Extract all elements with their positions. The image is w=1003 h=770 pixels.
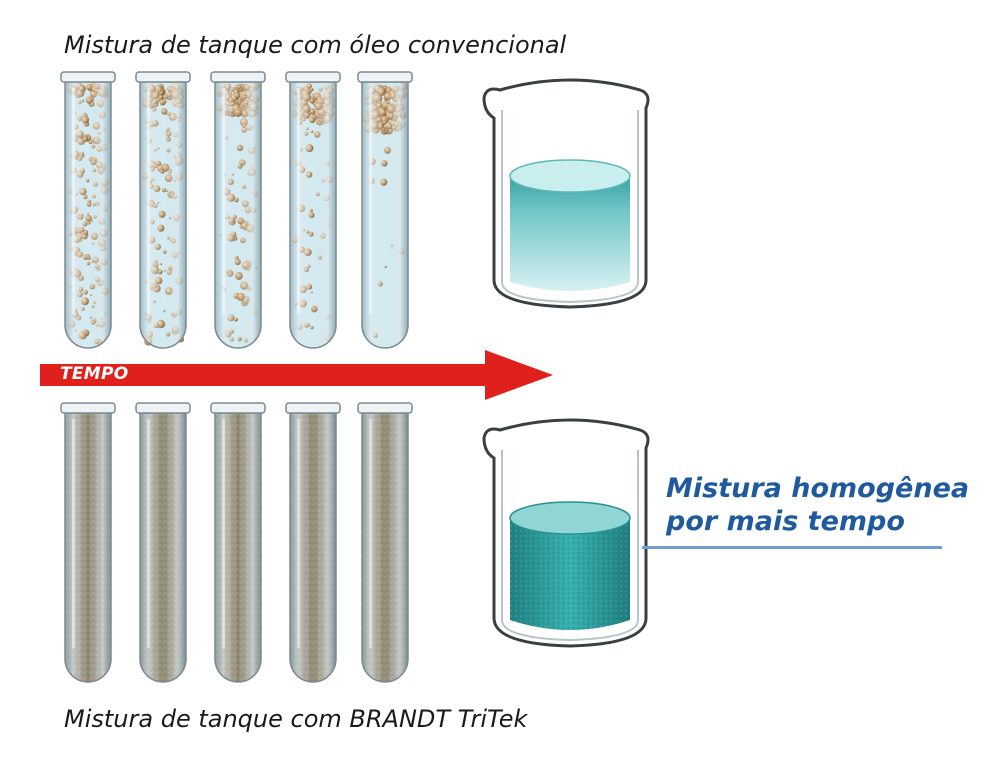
beaker-separated-surface [509, 159, 631, 193]
time-arrow-head [485, 350, 553, 400]
beaker-homogeneous-glass [482, 418, 650, 648]
caption-brandt-tritek: Mistura de tanque com BRANDT TriTek [64, 705, 528, 733]
conventional-tubes [60, 71, 413, 349]
test-tube [135, 402, 191, 683]
test-tube [285, 71, 341, 349]
test-tube [135, 71, 191, 349]
tritek-tubes [60, 402, 413, 683]
time-arrow-label: TEMPO [60, 364, 129, 384]
beaker-separated-glass [482, 78, 650, 309]
beaker-separated-liquid [510, 168, 630, 291]
test-tube [60, 402, 116, 683]
beaker-homogeneous-surface [509, 501, 631, 535]
test-tube [210, 402, 266, 683]
test-tube [60, 71, 116, 349]
test-tube [357, 402, 413, 683]
callout-line-2: por mais tempo [666, 506, 905, 537]
beaker-homogeneous [480, 417, 651, 650]
callout-line-1: Mistura homogênea [666, 473, 970, 504]
time-arrow-shaft [40, 364, 485, 386]
caption-conventional-oil: Mistura de tanque com óleo convencional [64, 31, 567, 59]
test-tube [285, 402, 341, 683]
test-tube [210, 71, 266, 349]
beaker-separated [480, 77, 651, 311]
test-tube [357, 71, 413, 349]
callout-homogeneous-mix: Mistura homogênea por mais tempo [666, 472, 969, 538]
callout-leader-line [642, 546, 942, 549]
time-arrow [40, 350, 553, 400]
